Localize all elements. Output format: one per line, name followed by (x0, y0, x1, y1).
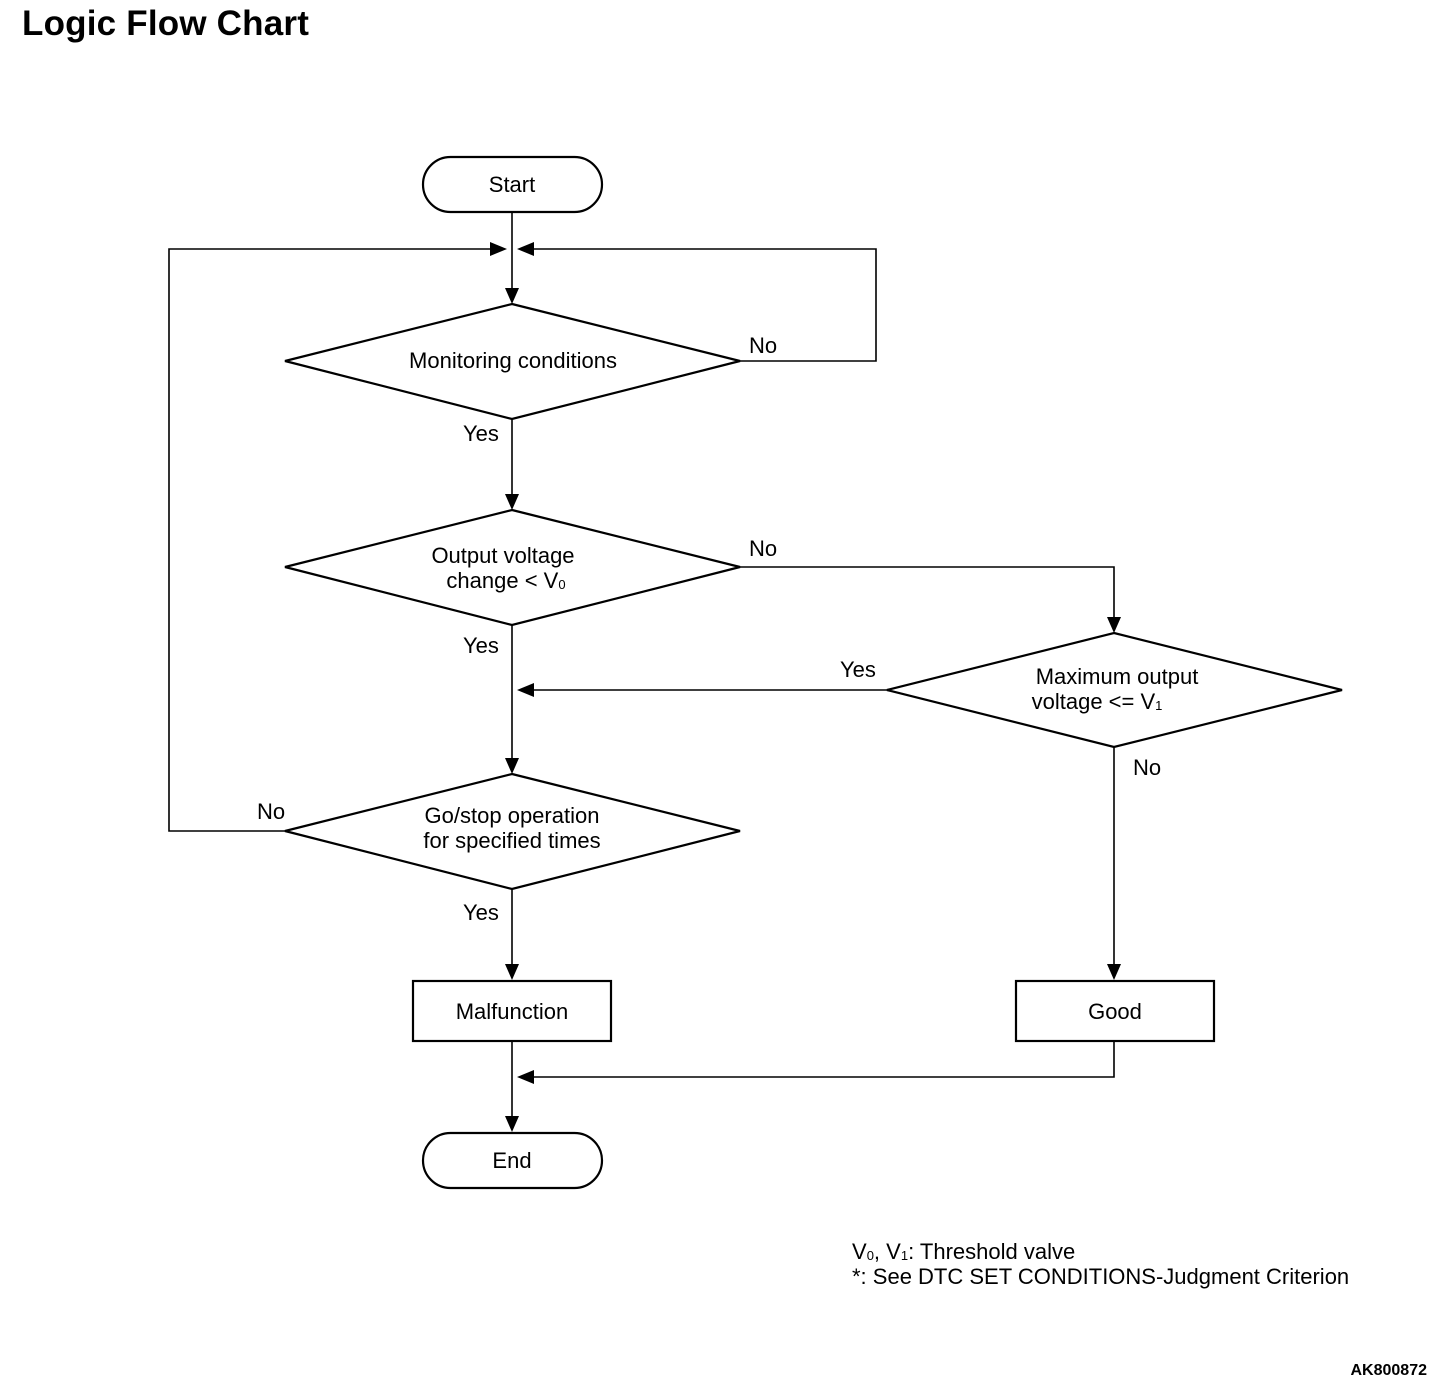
maximum-output-voltage-decision: Maximum output voltage <= V1 (886, 631, 1343, 749)
arrowhead-down (1107, 964, 1121, 980)
page-title: Logic Flow Chart (22, 4, 310, 43)
maximum-output-voltage-line2: voltage <= V1 (1032, 689, 1163, 714)
threshold-note-v1-subscript: 1 (901, 1248, 908, 1263)
output-voltage-change-label: Output voltage (431, 543, 574, 568)
threshold-note: V0, V1: Threshold valve (852, 1239, 1075, 1264)
figure-code: AK800872 (1351, 1362, 1428, 1379)
monitoring-yes-label: Yes (463, 421, 499, 446)
arrowhead-down (505, 1116, 519, 1132)
threshold-note-separator: , V (874, 1239, 901, 1264)
end-node: End (421, 1131, 604, 1190)
go-stop-operation-line1: Go/stop operation (425, 803, 600, 828)
monitoring-conditions-label: Monitoring conditions (409, 348, 617, 373)
output-voltage-change-line1: Output voltage (431, 543, 574, 568)
monitoring-conditions-decision: Monitoring conditions (284, 302, 741, 421)
asterisk-note: *: See DTC SET CONDITIONS-Judgment Crite… (852, 1264, 1349, 1289)
connector-output-change-no (740, 566, 1115, 620)
start-node: Start (421, 155, 604, 214)
output-voltage-change-line2-text: change < V (446, 568, 558, 593)
go-stop-no-label: No (257, 799, 285, 824)
arrowhead-down (505, 758, 519, 774)
connector-good-to-merge (532, 1041, 1115, 1078)
good-label: Good (1088, 999, 1142, 1024)
arrowhead-down (505, 494, 519, 510)
output-voltage-change-line2: change < V0 (446, 568, 565, 593)
output-change-no-label: No (749, 536, 777, 561)
notes: V0, V1: Threshold valve *: See DTC SET C… (852, 1239, 1349, 1289)
connector-monitoring-no-loop (532, 248, 877, 362)
end-label: End (492, 1148, 531, 1173)
arrowhead-down (1107, 617, 1121, 633)
arrowheads (490, 242, 1121, 1132)
malfunction-box: Malfunction (411, 979, 613, 1043)
branch-labels: No Yes No Yes Yes No No Yes (257, 333, 1161, 925)
output-voltage-change-decision: Output voltage change < V0 (284, 508, 741, 627)
arrowhead-left (517, 242, 534, 256)
start-label: Start (489, 172, 535, 197)
malfunction-label: Malfunction (456, 999, 569, 1024)
go-stop-yes-label: Yes (463, 900, 499, 925)
arrowhead-left (517, 683, 534, 697)
monitoring-no-label: No (749, 333, 777, 358)
threshold-note-text: : Threshold valve (908, 1239, 1075, 1264)
threshold-note-v0: V (852, 1239, 867, 1264)
max-output-yes-label: Yes (840, 657, 876, 682)
threshold-note-v0-subscript: 0 (867, 1248, 874, 1263)
go-stop-operation-line2: for specified times (423, 828, 600, 853)
connector-go-stop-no-loop (168, 248, 492, 832)
v1-subscript: 1 (1155, 698, 1162, 713)
maximum-output-voltage-line2-text: voltage <= V (1032, 689, 1156, 714)
arrowhead-down (505, 964, 519, 980)
output-change-yes-label: Yes (463, 633, 499, 658)
arrowhead-left (517, 1070, 534, 1084)
maximum-output-voltage-line1: Maximum output (1036, 664, 1199, 689)
go-stop-operation-decision: Go/stop operation for specified times (284, 772, 741, 891)
arrowhead-right (490, 242, 507, 256)
connectors (168, 212, 1115, 1120)
max-output-no-label: No (1133, 755, 1161, 780)
good-box: Good (1014, 979, 1216, 1043)
arrowhead-down (505, 288, 519, 304)
v0-subscript: 0 (558, 577, 565, 592)
